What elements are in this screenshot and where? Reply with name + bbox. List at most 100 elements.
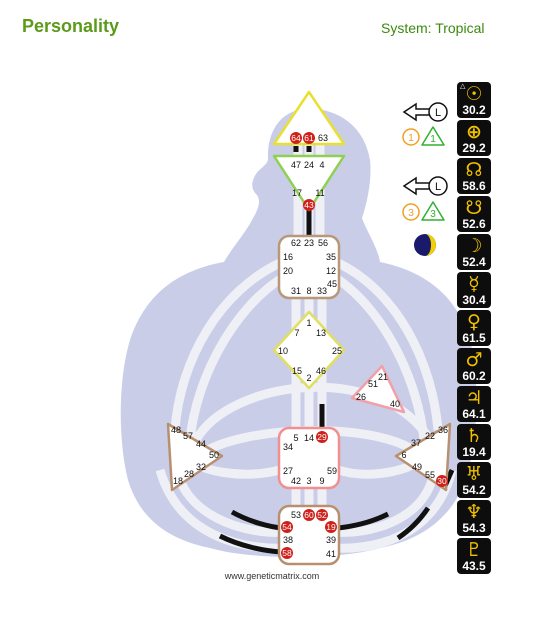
jupiter-icon: ♃ (465, 387, 483, 409)
planet-north-node[interactable]: ☊ 58.6 (457, 158, 491, 194)
gate-27: 27 (283, 466, 293, 476)
gate-4: 4 (319, 160, 324, 170)
gate-13: 13 (316, 328, 326, 338)
planet-uranus[interactable]: ♅ 54.2 (457, 462, 491, 498)
planet-venus[interactable]: ♀ 61.5 (457, 310, 491, 346)
gate-9: 9 (319, 476, 324, 486)
gate-42: 42 (291, 476, 301, 486)
planet-earth[interactable]: ⊕ 29.2 (457, 120, 491, 156)
planet-value: 30.4 (462, 293, 486, 307)
gate-31: 31 (291, 286, 301, 296)
gate-46: 46 (316, 366, 326, 376)
saturn-icon: ♄ (465, 425, 483, 447)
arrow-label: L (435, 181, 441, 193)
gate-57: 57 (183, 431, 193, 441)
page-title: Personality (22, 16, 120, 36)
gate-29: 29 (317, 432, 327, 442)
gate-21: 21 (378, 372, 388, 382)
planet-jupiter[interactable]: ♃ 64.1 (457, 386, 491, 422)
planet-value: 52.4 (462, 255, 486, 269)
gate-40: 40 (390, 399, 400, 409)
sun-icon: ☉ (465, 83, 483, 105)
venus-icon: ♀ (467, 311, 481, 333)
gate-22: 22 (425, 431, 435, 441)
planet-value: 64.1 (462, 407, 486, 421)
gate-14: 14 (304, 433, 314, 443)
variable-bottom: L 3 3 (402, 176, 448, 221)
gate-1: 1 (306, 318, 311, 328)
throat-center[interactable]: 62 23 56 16 35 20 12 31 8 33 45 (277, 234, 341, 300)
left-arrow-icon (402, 102, 431, 122)
gate-15: 15 (292, 366, 302, 376)
gate-24: 24 (304, 160, 314, 170)
color-value: 3 (408, 208, 414, 219)
south-node-icon: ☋ (465, 197, 483, 219)
planet-value: 43.5 (462, 559, 486, 573)
gate-51: 51 (368, 379, 378, 389)
head-center[interactable]: 64 61 63 (272, 90, 346, 146)
gate-2: 2 (306, 373, 311, 383)
mars-icon: ♂ (465, 349, 483, 371)
planet-value: 61.5 (462, 331, 486, 345)
planet-value: 30.2 (462, 103, 486, 117)
planet-value: 54.3 (462, 521, 486, 535)
gate-6: 6 (401, 450, 406, 460)
gate-62: 62 (291, 238, 301, 248)
planet-value: 29.2 (462, 141, 486, 155)
neptune-icon: ♆ (465, 501, 483, 523)
triangle-icon: △ (460, 83, 466, 90)
variable-top: L 1 1 (402, 102, 448, 146)
color-value: 1 (408, 133, 414, 144)
gate-23: 23 (304, 238, 314, 248)
gate-61: 61 (304, 133, 314, 143)
gate-53: 53 (291, 510, 301, 520)
gate-60: 60 (304, 510, 314, 520)
tone-value: 1 (430, 134, 436, 145)
gate-18: 18 (173, 476, 183, 486)
g-center[interactable]: 1 7 13 10 25 15 2 46 (272, 310, 346, 390)
planet-mars[interactable]: ♂ 60.2 (457, 348, 491, 384)
gate-41: 41 (326, 549, 336, 559)
tone-value: 3 (430, 209, 436, 220)
gate-8: 8 (306, 286, 311, 296)
planet-pluto[interactable]: ♇ 43.5 (457, 538, 491, 574)
gate-19: 19 (326, 522, 336, 532)
gate-48: 48 (171, 425, 181, 435)
gate-5: 5 (293, 433, 298, 443)
planet-saturn[interactable]: ♄ 19.4 (457, 424, 491, 460)
spleen-center[interactable]: 48 57 44 50 32 28 18 (166, 422, 224, 492)
gate-17: 17 (292, 188, 302, 198)
footer-credit[interactable]: www.geneticmatrix.com (224, 571, 320, 581)
gate-3: 3 (306, 476, 311, 486)
moon-phase-icon (414, 234, 436, 256)
pluto-icon: ♇ (465, 539, 483, 561)
planet-south-node[interactable]: ☋ 52.6 (457, 196, 491, 232)
gate-32: 32 (196, 462, 206, 472)
planet-mercury[interactable]: ☿ 30.4 (457, 272, 491, 308)
moon-icon: ☽ (465, 235, 483, 257)
defined-channels (218, 146, 455, 555)
sacral-center[interactable]: 5 14 29 34 27 42 3 9 59 (277, 426, 341, 490)
gate-7: 7 (294, 328, 299, 338)
root-center[interactable]: 53 60 52 54 19 38 39 58 41 (277, 504, 341, 566)
planet-moon[interactable]: ☽ 52.4 (457, 234, 491, 270)
arrow-label: L (435, 107, 441, 119)
heart-center[interactable]: 21 51 26 40 (350, 364, 406, 414)
gate-12: 12 (326, 266, 336, 276)
gate-20: 20 (283, 266, 293, 276)
gate-36: 36 (438, 425, 448, 435)
gate-50: 50 (209, 450, 219, 460)
solar-plexus-center[interactable]: 36 22 37 6 49 55 30 (394, 422, 452, 492)
gate-45: 45 (327, 279, 337, 289)
planet-neptune[interactable]: ♆ 54.3 (457, 500, 491, 536)
planet-value: 52.6 (462, 217, 486, 231)
planet-sun[interactable]: △ ☉ 30.2 (457, 82, 491, 118)
gate-10: 10 (278, 346, 288, 356)
ajna-center[interactable]: 47 24 4 17 11 43 (272, 154, 346, 212)
mercury-icon: ☿ (468, 273, 480, 295)
gate-33: 33 (317, 286, 327, 296)
gate-54: 54 (282, 522, 292, 532)
gate-38: 38 (283, 535, 293, 545)
gate-52: 52 (317, 510, 327, 520)
